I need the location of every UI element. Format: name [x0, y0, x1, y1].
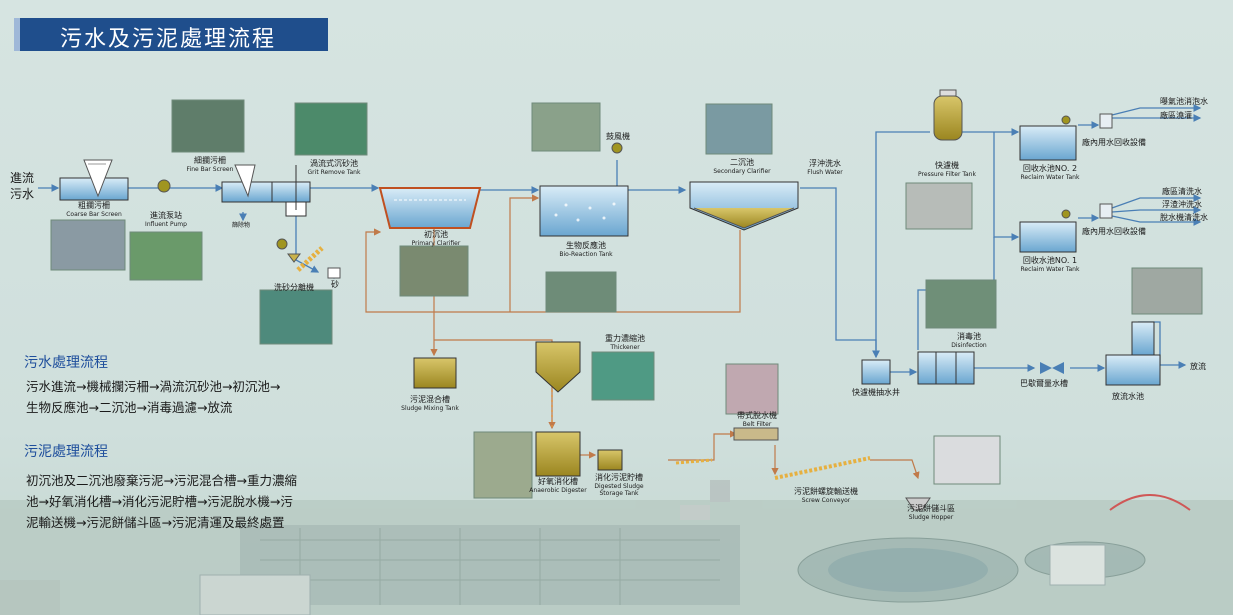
reclaim-tank-1-label: 回收水池NO. 1 Reclaim Water Tank: [1020, 256, 1080, 273]
blower-label: 鼓風機: [606, 132, 630, 141]
use-plant-wash-label: 廠區清洗水: [1162, 187, 1202, 196]
fine-bar-screen-label: 細攔污柵 Fine Bar Screen: [186, 156, 234, 173]
screenings-label: 篩除物: [232, 222, 251, 229]
reclaim-tank-2-label: 回收水池NO. 2 Reclaim Water Tank: [1020, 164, 1080, 181]
filter-pump-well-label: 快濾機抽水井: [852, 388, 900, 397]
plant-aerial-backdrop: [0, 480, 1233, 615]
use-dewater-wash-label: 脫水機清洗水: [1160, 213, 1208, 222]
inlet-line-1: 進流: [10, 171, 35, 185]
use-scum-wash-label: 浮渣沖洗水: [1162, 200, 1202, 209]
reuse-equipment-2-label: 廠內用水回收設備: [1082, 138, 1146, 147]
discharge-label: 放流: [1190, 362, 1206, 371]
sand-label: 砂: [331, 280, 339, 289]
grit-tank-label: 渦流式沉砂池 Grit Remove Tank: [307, 159, 361, 176]
secondary-clarifier-tank: [689, 181, 799, 231]
sludge-hopper-label: 污泥餅儲斗區 Sludge Hopper: [907, 504, 955, 521]
discharge-tank-label: 放流水池: [1112, 392, 1144, 401]
secondary-clarifier-label: 二沉池 Secondary Clarifier: [713, 158, 771, 175]
sludge-mixing-label: 污泥混合槽 Sludge Mixing Tank: [401, 395, 459, 412]
coarse-bar-screen-tank: [59, 159, 129, 201]
disinfection-label: 消毒池 Disinfection: [951, 332, 987, 349]
digested-storage-label: 消化污泥貯槽 Digested Sludge Storage Tank: [594, 473, 644, 497]
flush-water-label: 浮沖洗水 Flush Water: [807, 159, 843, 176]
belt-filter-label: 帶式脫水機 Belt Filter: [737, 411, 777, 428]
coarse-bar-screen-label: 粗攔污柵 Coarse Bar Screen: [66, 201, 122, 218]
sludge-process-text: 初沉池及二沉池廢棄污泥→污泥混合槽→重力濃縮 池→好氧消化槽→消化污泥貯槽→污泥…: [26, 473, 297, 530]
fine-bar-screen-tank: [221, 164, 273, 203]
sewage-process-text: 污水進流→機械攔污柵→渦流沉砂池→初沉池→ 生物反應池→二沉池→消毒過濾→放流: [26, 379, 281, 415]
page-title: 污水及污泥處理流程: [60, 27, 277, 52]
inlet-line-2: 污水: [10, 187, 35, 201]
page-title-bar: 污水及污泥處理流程: [14, 18, 328, 52]
discharge-tank: [1105, 321, 1161, 386]
grit-separator-label: 洗砂分離機: [274, 283, 314, 292]
use-sprinkler-label: 廠區澆灌: [1160, 111, 1192, 120]
grit-tank: [271, 165, 311, 217]
thickener-label: 重力濃縮池 Thickener: [605, 334, 645, 351]
inlet-label: 進流 污水: [10, 170, 34, 202]
parshall-flume-label: 巴歇爾量水槽: [1020, 379, 1068, 388]
primary-clarifier-tank: [378, 187, 482, 229]
anaerobic-digester-label: 好氧消化槽 Anaerobic Digester: [529, 477, 587, 494]
disinfection-tank: [917, 351, 975, 385]
screw-conveyor-label: 污泥餅螺旋輸送機 Screw Conveyor: [794, 487, 858, 504]
site-photos: [50, 99, 1203, 499]
bio-reaction-tank-label: 生物反應池 Bio-Reaction Tank: [559, 241, 613, 258]
bio-reaction-tank: [539, 185, 629, 237]
sludge-section-title: 污泥處理流程: [24, 444, 108, 460]
primary-clarifier-label: 初沉池 Primary Clarifier: [411, 230, 461, 247]
use-aeration-defoam-label: 曝氣池消泡水: [1160, 97, 1208, 106]
sewage-section-title: 污水處理流程: [24, 355, 108, 371]
pressure-filter-vessel: [933, 89, 963, 141]
pressure-filter-label: 快濾機 Pressure Filter Tank: [918, 161, 976, 178]
reuse-equipment-1-label: 廠內用水回收設備: [1082, 227, 1146, 236]
influent-pump-label: 進流泵站 Influent Pump: [145, 211, 187, 228]
